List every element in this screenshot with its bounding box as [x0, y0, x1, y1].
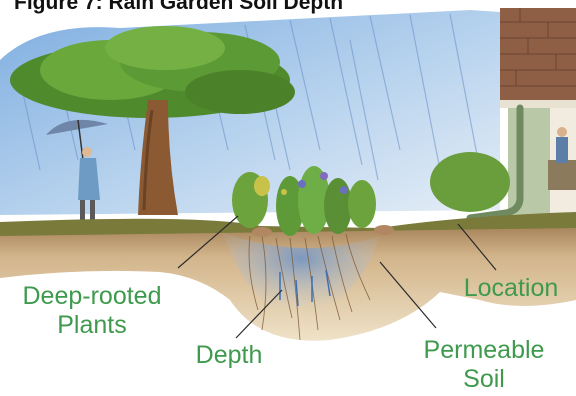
label-depth: Depth	[184, 341, 274, 370]
label-permeable-soil: Permeable Soil	[404, 336, 564, 394]
shrub	[430, 152, 510, 212]
house	[500, 8, 576, 218]
rock	[374, 225, 394, 235]
label-deep-rooted-line2: Plants	[2, 311, 182, 340]
label-permeable-line1: Permeable	[404, 336, 564, 365]
rock	[252, 227, 272, 237]
label-permeable-line2: Soil	[404, 365, 564, 394]
label-location: Location	[452, 274, 570, 303]
label-deep-rooted-line1: Deep-rooted	[2, 282, 182, 311]
label-deep-rooted-plants: Deep-rooted Plants	[2, 282, 182, 340]
